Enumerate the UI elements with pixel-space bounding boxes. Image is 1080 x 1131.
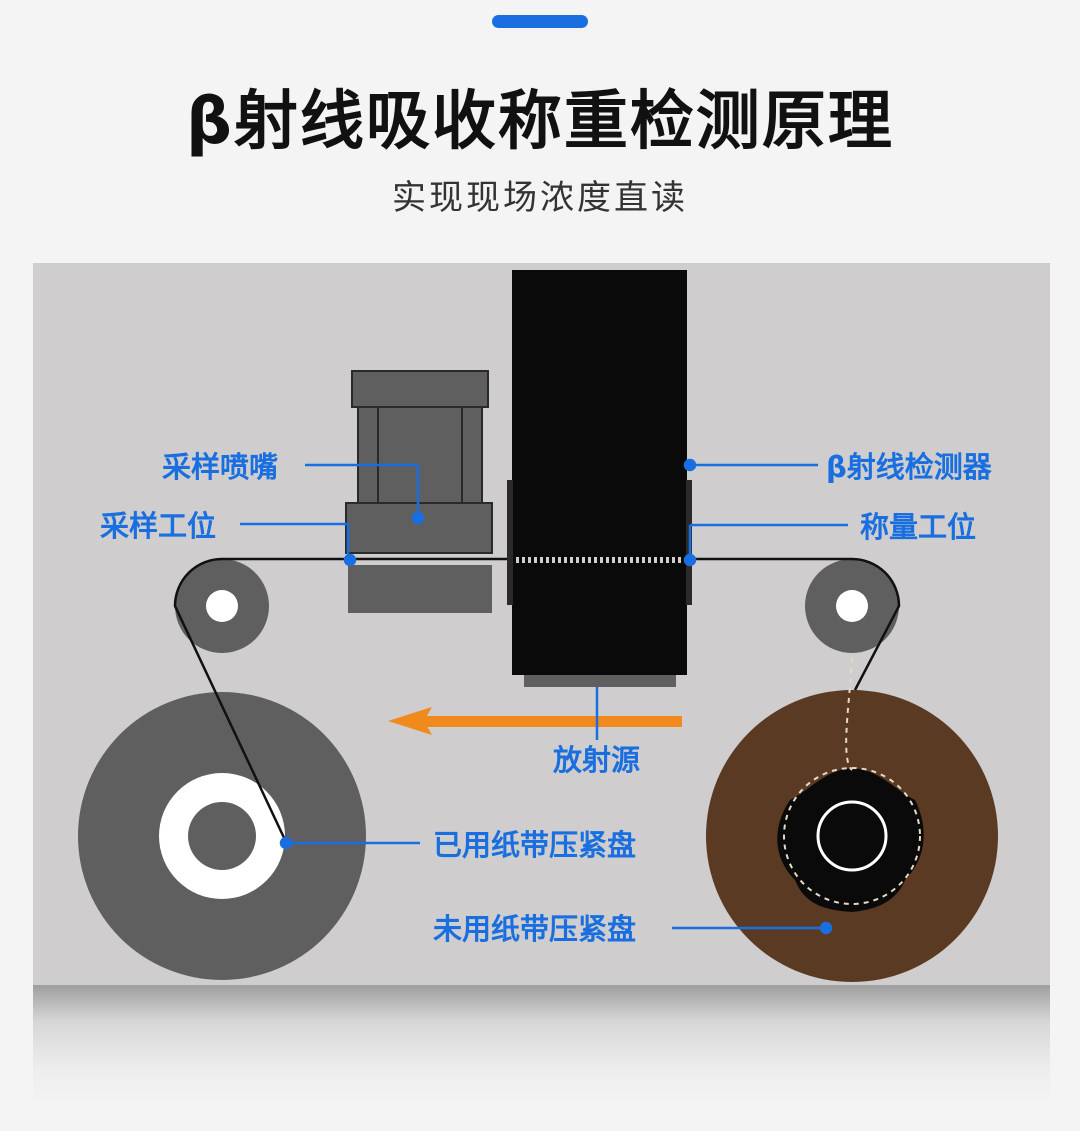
unused-tape-reel [706,657,998,982]
page-subtitle: 实现现场浓度直读 [392,178,688,218]
tape-direction-arrow [388,707,682,735]
label-unused-tape-reel: 未用纸带压紧盘 [433,912,637,946]
label-sampling-station: 采样工位 [100,509,217,543]
label-sampling-nozzle: 采样喷嘴 [162,450,279,484]
label-used-tape-reel: 已用纸带压紧盘 [433,828,637,862]
beta-detector-column [507,270,692,687]
left-idler-roller [175,559,269,653]
label-beta-detector: β射线检测器 [826,450,992,484]
used-tape-reel [78,692,366,980]
star-hub-shape [777,768,924,912]
panel-shadow [33,985,1050,1105]
leader-lines [240,458,848,935]
right-idler-roller [805,559,899,653]
accent-bar [492,15,588,28]
label-radiation-source: 放射源 [553,743,641,777]
page-title: β射线吸收称重检测原理 [186,85,894,159]
sampling-nozzle-assembly [345,370,493,613]
label-weighing-station: 称量工位 [860,510,977,544]
